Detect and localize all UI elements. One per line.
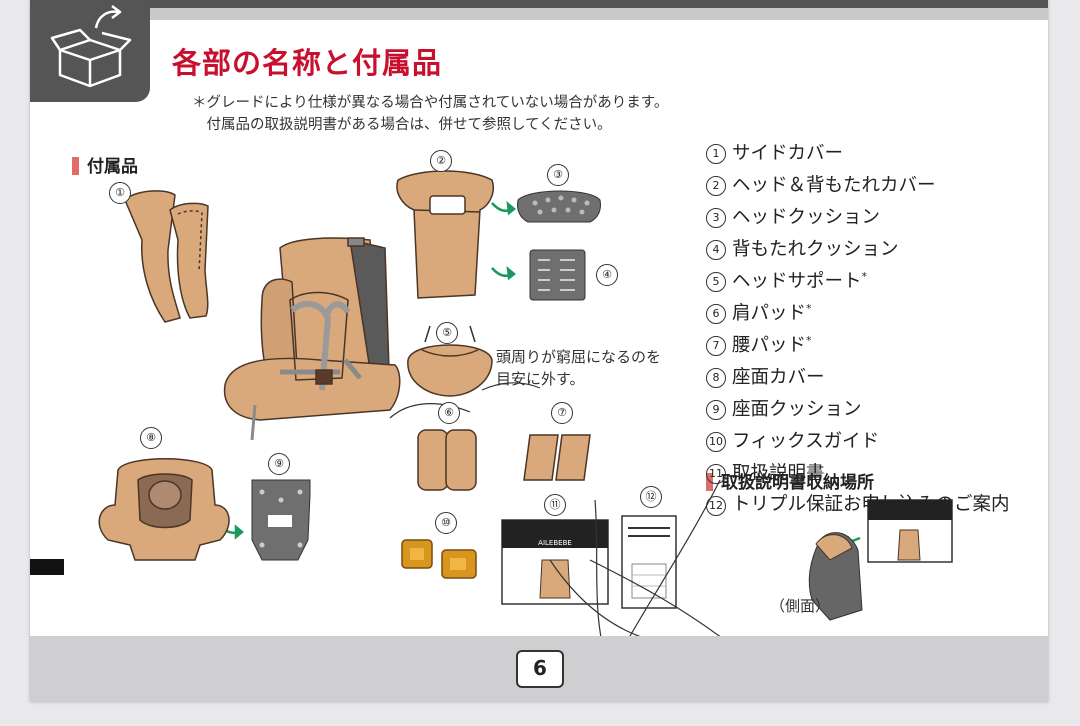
- callout-8: ⑧: [140, 427, 162, 449]
- legend-label: ヘッドクッション: [732, 207, 881, 229]
- legend-label: トリプル保証お申し込みのご案内: [732, 494, 1010, 516]
- section-bar: [72, 157, 79, 175]
- legend-number: 8: [706, 367, 726, 388]
- seat-cushion-illustration: [251, 479, 311, 561]
- head-cushion-illustration: [517, 190, 601, 223]
- manual-page: 各部の名称と付属品 ＊グレードにより仕様が異なる場合や付属されていない場合があり…: [30, 0, 1048, 702]
- side-view-label: （側面）: [770, 597, 831, 615]
- legend-number: 7: [706, 335, 726, 356]
- legend-label: 背もたれクッション: [732, 239, 899, 261]
- legend-item: 11 取扱説明書: [706, 456, 1010, 488]
- legend-number: 3: [706, 208, 726, 229]
- legend-item: 3 ヘッドクッション: [706, 200, 1010, 232]
- car-seat-illustration: [223, 237, 401, 441]
- legend-item: 1 サイドカバー: [706, 136, 1010, 168]
- top-rule: [30, 0, 1048, 8]
- head-back-cover-illustration: [396, 170, 494, 299]
- availability-note: ＊グレードにより仕様が異なる場合や付属されていない場合があります。 付属品の取扱…: [192, 92, 668, 136]
- note-line: 付属品の取扱説明書がある場合は、併せて参照してください。: [192, 117, 612, 133]
- legend-number: 6: [706, 303, 726, 324]
- legend-label: サイドカバー: [732, 143, 844, 165]
- accessories-heading-label: 付属品: [87, 157, 138, 177]
- waist-pads-illustration: [523, 434, 591, 481]
- legend-number: 4: [706, 240, 726, 261]
- legend-mark: *: [806, 301, 812, 315]
- legend-number: 1: [706, 144, 726, 165]
- legend-item: 5 ヘッドサポート*: [706, 264, 1010, 296]
- page-number: 6: [516, 650, 564, 688]
- accessories-heading: 付属品: [72, 152, 138, 177]
- legend-label: ヘッドサポート: [732, 270, 862, 292]
- callout-3: ③: [547, 164, 569, 186]
- head-support-caption: 頭周りが窮屈になるのを 目安に外す。: [496, 346, 661, 390]
- legend-number: 9: [706, 399, 726, 420]
- callout-6: ⑥: [438, 402, 460, 424]
- caption-line: 目安に外す。: [496, 370, 585, 388]
- header-tab: [30, 0, 150, 102]
- note-line: ＊グレードにより仕様が異なる場合や付属されていない場合があります。: [192, 95, 669, 111]
- caption-line: 頭周りが窮屈になるのを: [496, 348, 662, 366]
- legend-label: 座面カバー: [732, 366, 825, 388]
- legend-label: 取扱説明書: [732, 462, 825, 484]
- side-cover-illustration: [124, 190, 209, 323]
- legend-label: フィックスガイド: [732, 430, 880, 452]
- fix-guides-illustration: [401, 539, 477, 579]
- back-cushion-illustration: [529, 249, 586, 301]
- callout-4: ④: [596, 264, 618, 286]
- open-box-icon: [50, 5, 132, 88]
- warranty-leaflet-illustration: [621, 515, 677, 609]
- instruction-manual-illustration: AILEBEBE: [501, 519, 609, 605]
- shoulder-pads-illustration: [417, 429, 477, 491]
- legend-item: 2 ヘッド＆背もたれカバー: [706, 168, 1010, 200]
- callout-9: ⑨: [268, 453, 290, 475]
- legend-number: 2: [706, 176, 726, 197]
- legend-item: 10 フィックスガイド: [706, 424, 1010, 456]
- callout-7: ⑦: [551, 402, 573, 424]
- legend-number: 11: [706, 463, 726, 484]
- callout-2: ②: [430, 150, 452, 172]
- callout-1: ①: [109, 182, 131, 204]
- manual-brand: AILEBEBE: [538, 539, 572, 547]
- legend-item: 7 腰パッド*: [706, 328, 1010, 360]
- legend-item: 4 背もたれクッション: [706, 232, 1010, 264]
- parts-legend: 1 サイドカバー 2 ヘッド＆背もたれカバー 3 ヘッドクッション 4 背もたれクッショ…: [706, 136, 1010, 519]
- legend-number: 10: [706, 431, 726, 452]
- callout-5: ⑤: [436, 322, 458, 344]
- storage-location-illustration: [808, 499, 953, 621]
- legend-label: 腰パッド: [732, 334, 807, 356]
- legend-number: 5: [706, 271, 726, 292]
- callout-12: ⑫: [640, 486, 662, 508]
- legend-item: 8 座面カバー: [706, 360, 1010, 392]
- callout-10: ⑩: [435, 512, 457, 534]
- head-support-illustration: [407, 325, 493, 397]
- seat-cover-illustration: [98, 458, 230, 561]
- callout-11: ⑪: [544, 494, 566, 516]
- legend-number: 12: [706, 495, 726, 516]
- legend-label: ヘッド＆背もたれカバー: [732, 175, 936, 197]
- sub-rule: [150, 8, 1048, 20]
- edge-marker: [30, 559, 64, 575]
- page-title: 各部の名称と付属品: [172, 46, 443, 80]
- legend-item: 9 座面クッション: [706, 392, 1010, 424]
- storage-heading-label: 取扱説明書収納場所: [721, 473, 874, 493]
- legend-mark: *: [806, 333, 812, 347]
- legend-label: 座面クッション: [732, 398, 862, 420]
- legend-mark: *: [861, 269, 868, 283]
- legend-item: 12 トリプル保証お申し込みのご案内: [706, 487, 1010, 519]
- legend-label: 肩パッド: [732, 302, 807, 324]
- legend-item: 6 肩パッド*: [706, 296, 1010, 328]
